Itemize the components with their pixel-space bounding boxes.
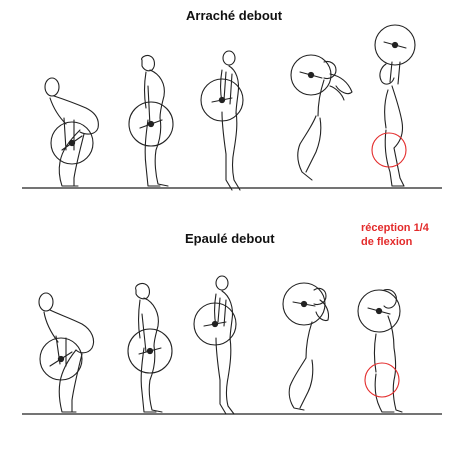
snatch-phase-1-figure	[44, 77, 99, 187]
clean-title: Epaulé debout	[185, 231, 275, 246]
snatch-phase-2-figure	[128, 54, 174, 187]
snatch-phase-3-figure	[200, 50, 244, 191]
clean-phase-2-figure	[127, 282, 173, 413]
clean-knee-highlight	[364, 362, 400, 398]
snatch-phase-4-figure	[290, 54, 353, 181]
clean-phase-4-figure	[282, 282, 330, 411]
clean-row	[38, 275, 403, 415]
snatch-phase-5-figure	[374, 24, 416, 187]
snatch-row	[44, 24, 416, 191]
reception-note-line-2: de flexion	[361, 236, 413, 248]
reception-note-line-1: réception 1/4	[361, 222, 429, 234]
reception-note: réception 1/4 de flexion	[361, 221, 429, 249]
clean-phase-1-figure	[38, 292, 95, 413]
clean-phase-3-figure	[193, 275, 237, 415]
snatch-title: Arraché debout	[186, 8, 283, 23]
clean-phase-5-figure	[357, 289, 403, 413]
snatch-knee-highlight	[371, 132, 407, 168]
